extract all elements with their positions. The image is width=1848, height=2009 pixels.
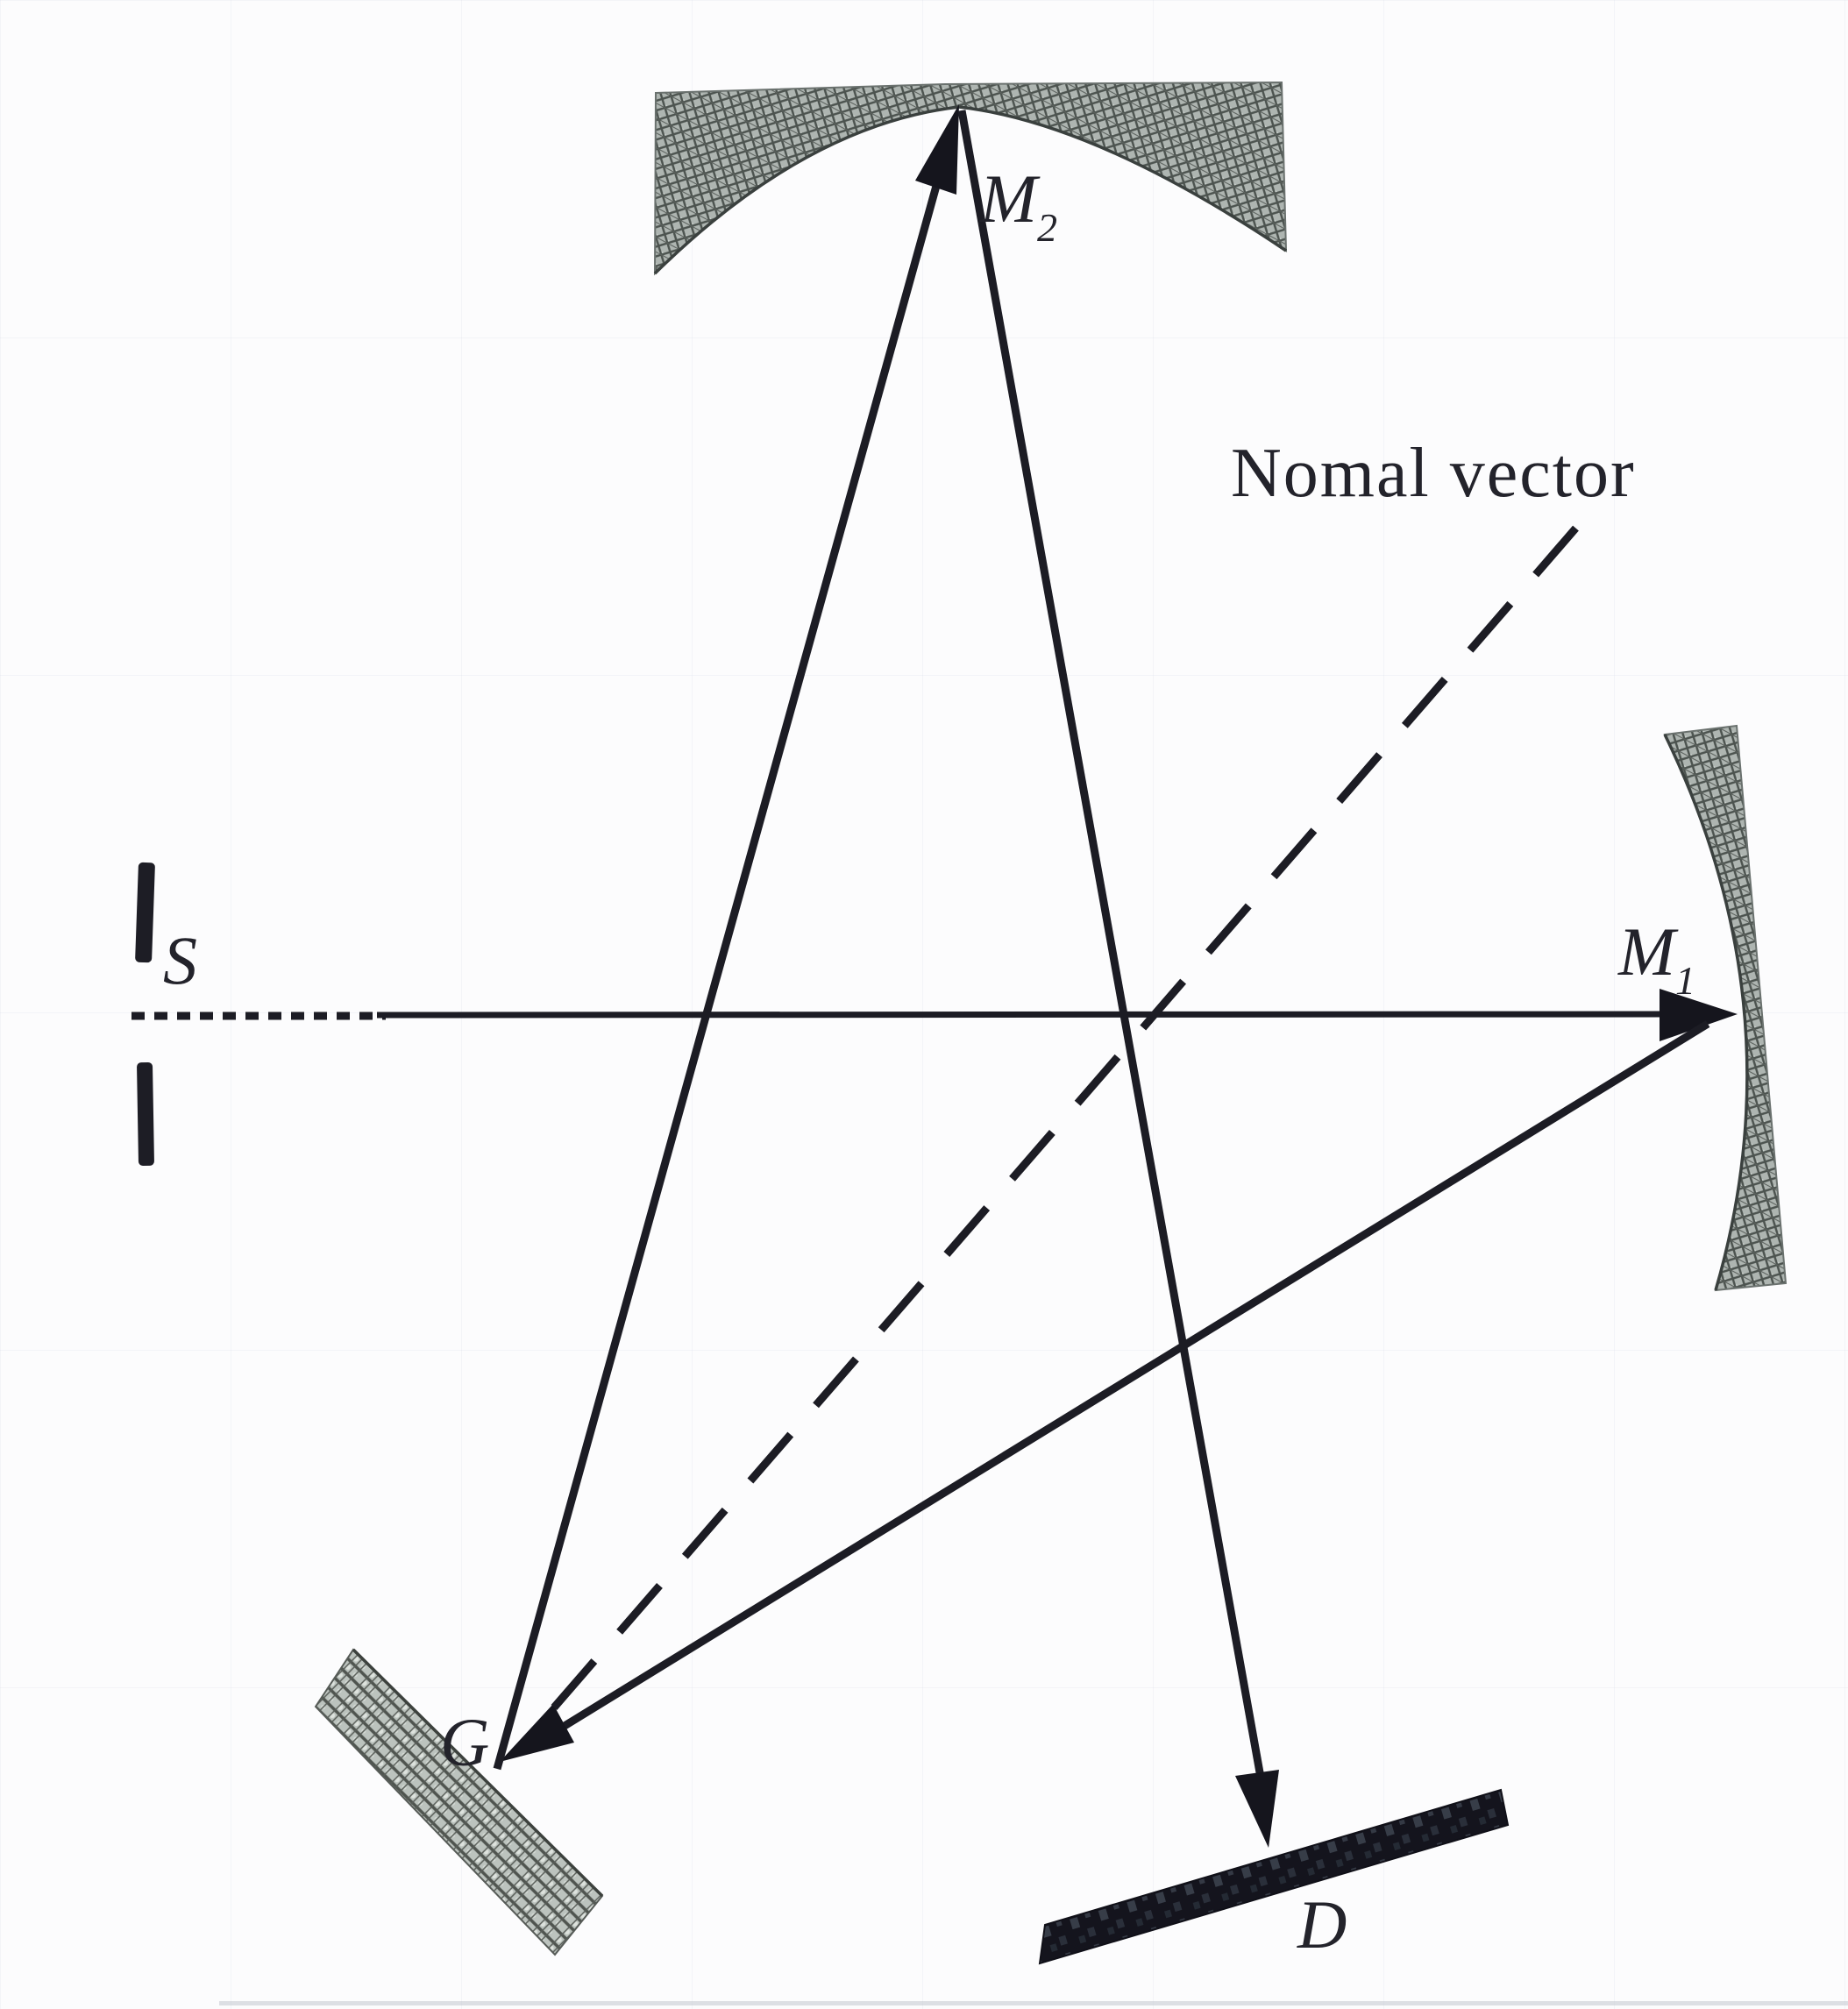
- mirror-right-label-sub: 1: [1675, 958, 1695, 1003]
- detector-label: D: [1297, 1886, 1347, 1963]
- arrowhead-at-detector: [1235, 1770, 1279, 1848]
- mirror-top-label-sub: 2: [1037, 205, 1057, 250]
- detector-bar: [1038, 1788, 1510, 1965]
- grating-label: G: [440, 1704, 489, 1780]
- arrowhead-at-m1: [1660, 989, 1738, 1041]
- ray-grating-to-m2: [493, 121, 958, 1771]
- normal-vector-caption: Nomal vector: [1231, 435, 1636, 512]
- slit-label: S: [163, 922, 197, 998]
- bottom-scan-rule: [219, 2001, 1848, 2005]
- normal-vector-dashed-line: [551, 525, 1580, 1710]
- arrowhead-at-grating: [500, 1704, 574, 1762]
- slit-lower-bar: [137, 1061, 154, 1167]
- mirror-right-label-base: M: [1617, 913, 1679, 990]
- mirror-top-label: M2: [979, 160, 1057, 250]
- mirror-right-label: M1: [1617, 913, 1695, 1003]
- grating: [314, 1648, 604, 1956]
- arrowhead-at-m2: [915, 104, 959, 195]
- ray-m1-to-grating: [523, 1020, 1710, 1753]
- grating-surface-edge: [352, 1648, 604, 1898]
- ray-slit-to-m1: [376, 1011, 1668, 1019]
- top-mirror-m2-face-edge: [653, 105, 1287, 275]
- right-mirror-m1-face-edge: [1663, 734, 1749, 1291]
- slit-upper-bar: [135, 862, 155, 963]
- mirror-top-label-base: M: [979, 160, 1041, 237]
- ray-m2-to-detector: [957, 110, 1269, 1798]
